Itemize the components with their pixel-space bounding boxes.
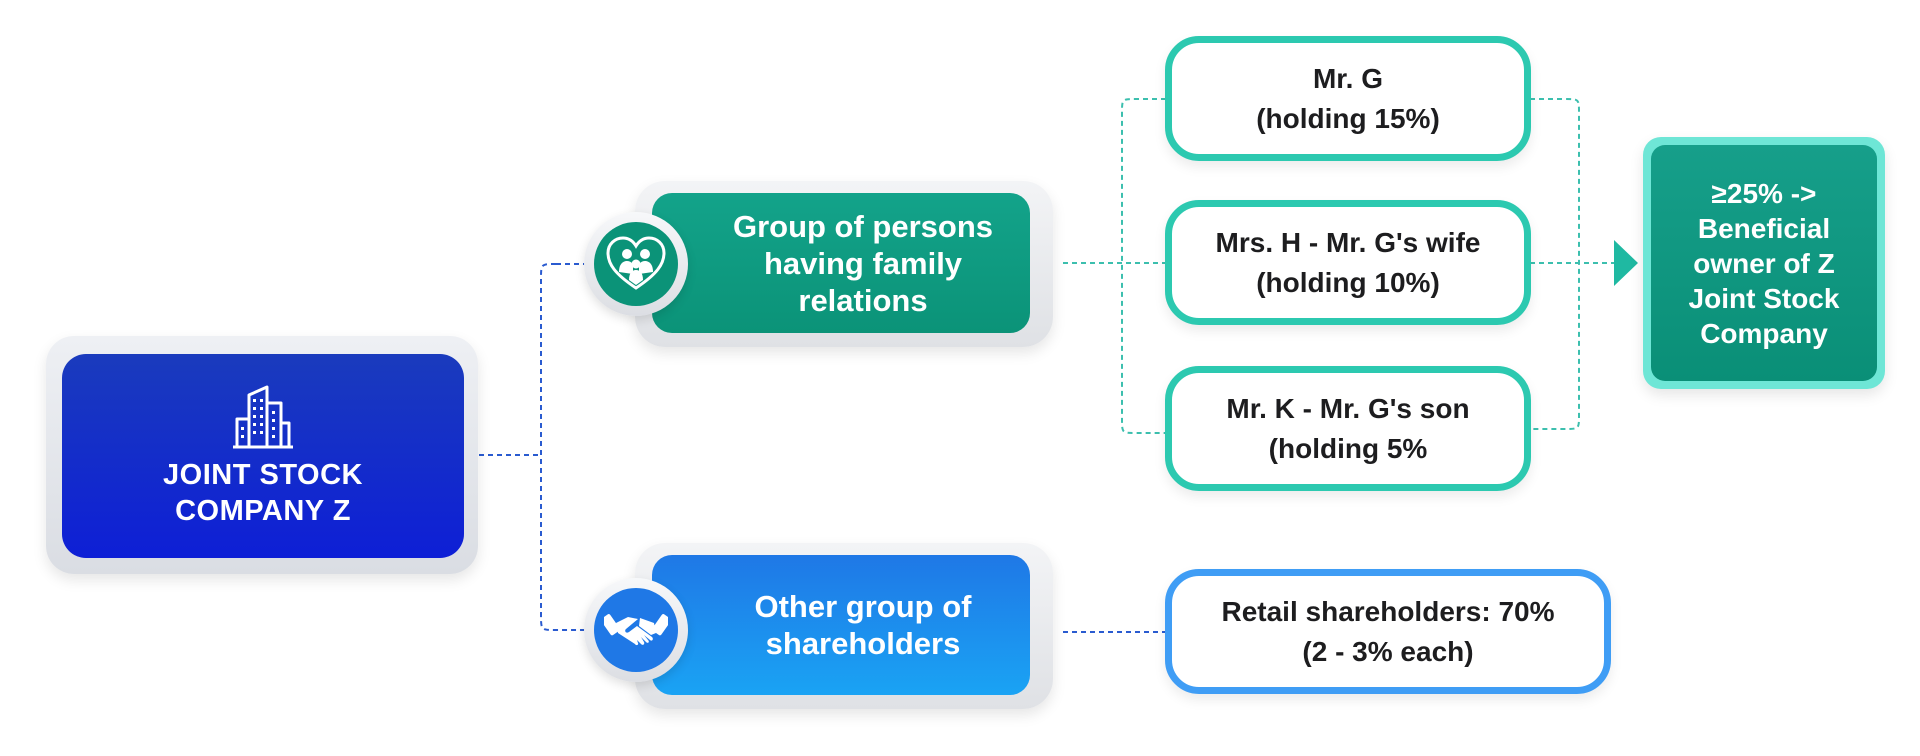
shareholder-mr-k-label: Mr. K - Mr. G's son (holding 5% — [1226, 392, 1470, 464]
shareholder-mr-k: Mr. K - Mr. G's son (holding 5% — [1165, 366, 1531, 491]
family-group-label: Group of persons having family relations — [732, 208, 994, 318]
connector-group-bracket — [540, 263, 586, 631]
others-group-label: Other group of shareholders — [754, 589, 972, 661]
shareholder-mr-g-label: Mr. G (holding 15%) — [1256, 62, 1440, 134]
handshake-icon — [604, 614, 668, 646]
shareholder-mrs-h-label: Mrs. H - Mr. G's wife (holding 10%) — [1215, 226, 1481, 298]
beneficial-owner-box: ≥25% -> Beneficial owner of Z Joint Stoc… — [1651, 145, 1877, 381]
building-icon — [233, 385, 293, 449]
connector-members-left-bracket — [1121, 98, 1166, 434]
shareholder-retail-label: Retail shareholders: 70% (2 - 3% each) — [1221, 595, 1555, 667]
connector-members-right-bracket — [1530, 98, 1580, 430]
others-group-box: Other group of shareholders — [652, 555, 1030, 695]
family-heart-icon — [606, 236, 666, 290]
family-group-box: Group of persons having family relations — [652, 193, 1030, 333]
others-icon-badge — [584, 578, 688, 682]
family-icon-badge — [584, 212, 688, 316]
shareholder-retail: Retail shareholders: 70% (2 - 3% each) — [1165, 569, 1611, 694]
shareholder-mrs-h: Mrs. H - Mr. G's wife (holding 10%) — [1165, 200, 1531, 325]
company-title: JOINT STOCK COMPANY Z — [163, 459, 363, 527]
shareholder-mr-g: Mr. G (holding 15%) — [1165, 36, 1531, 161]
company-card: JOINT STOCK COMPANY Z — [62, 354, 464, 558]
beneficial-owner-label: ≥25% -> Beneficial owner of Z Joint Stoc… — [1688, 177, 1840, 349]
arrow-to-owner-icon — [1614, 240, 1638, 286]
